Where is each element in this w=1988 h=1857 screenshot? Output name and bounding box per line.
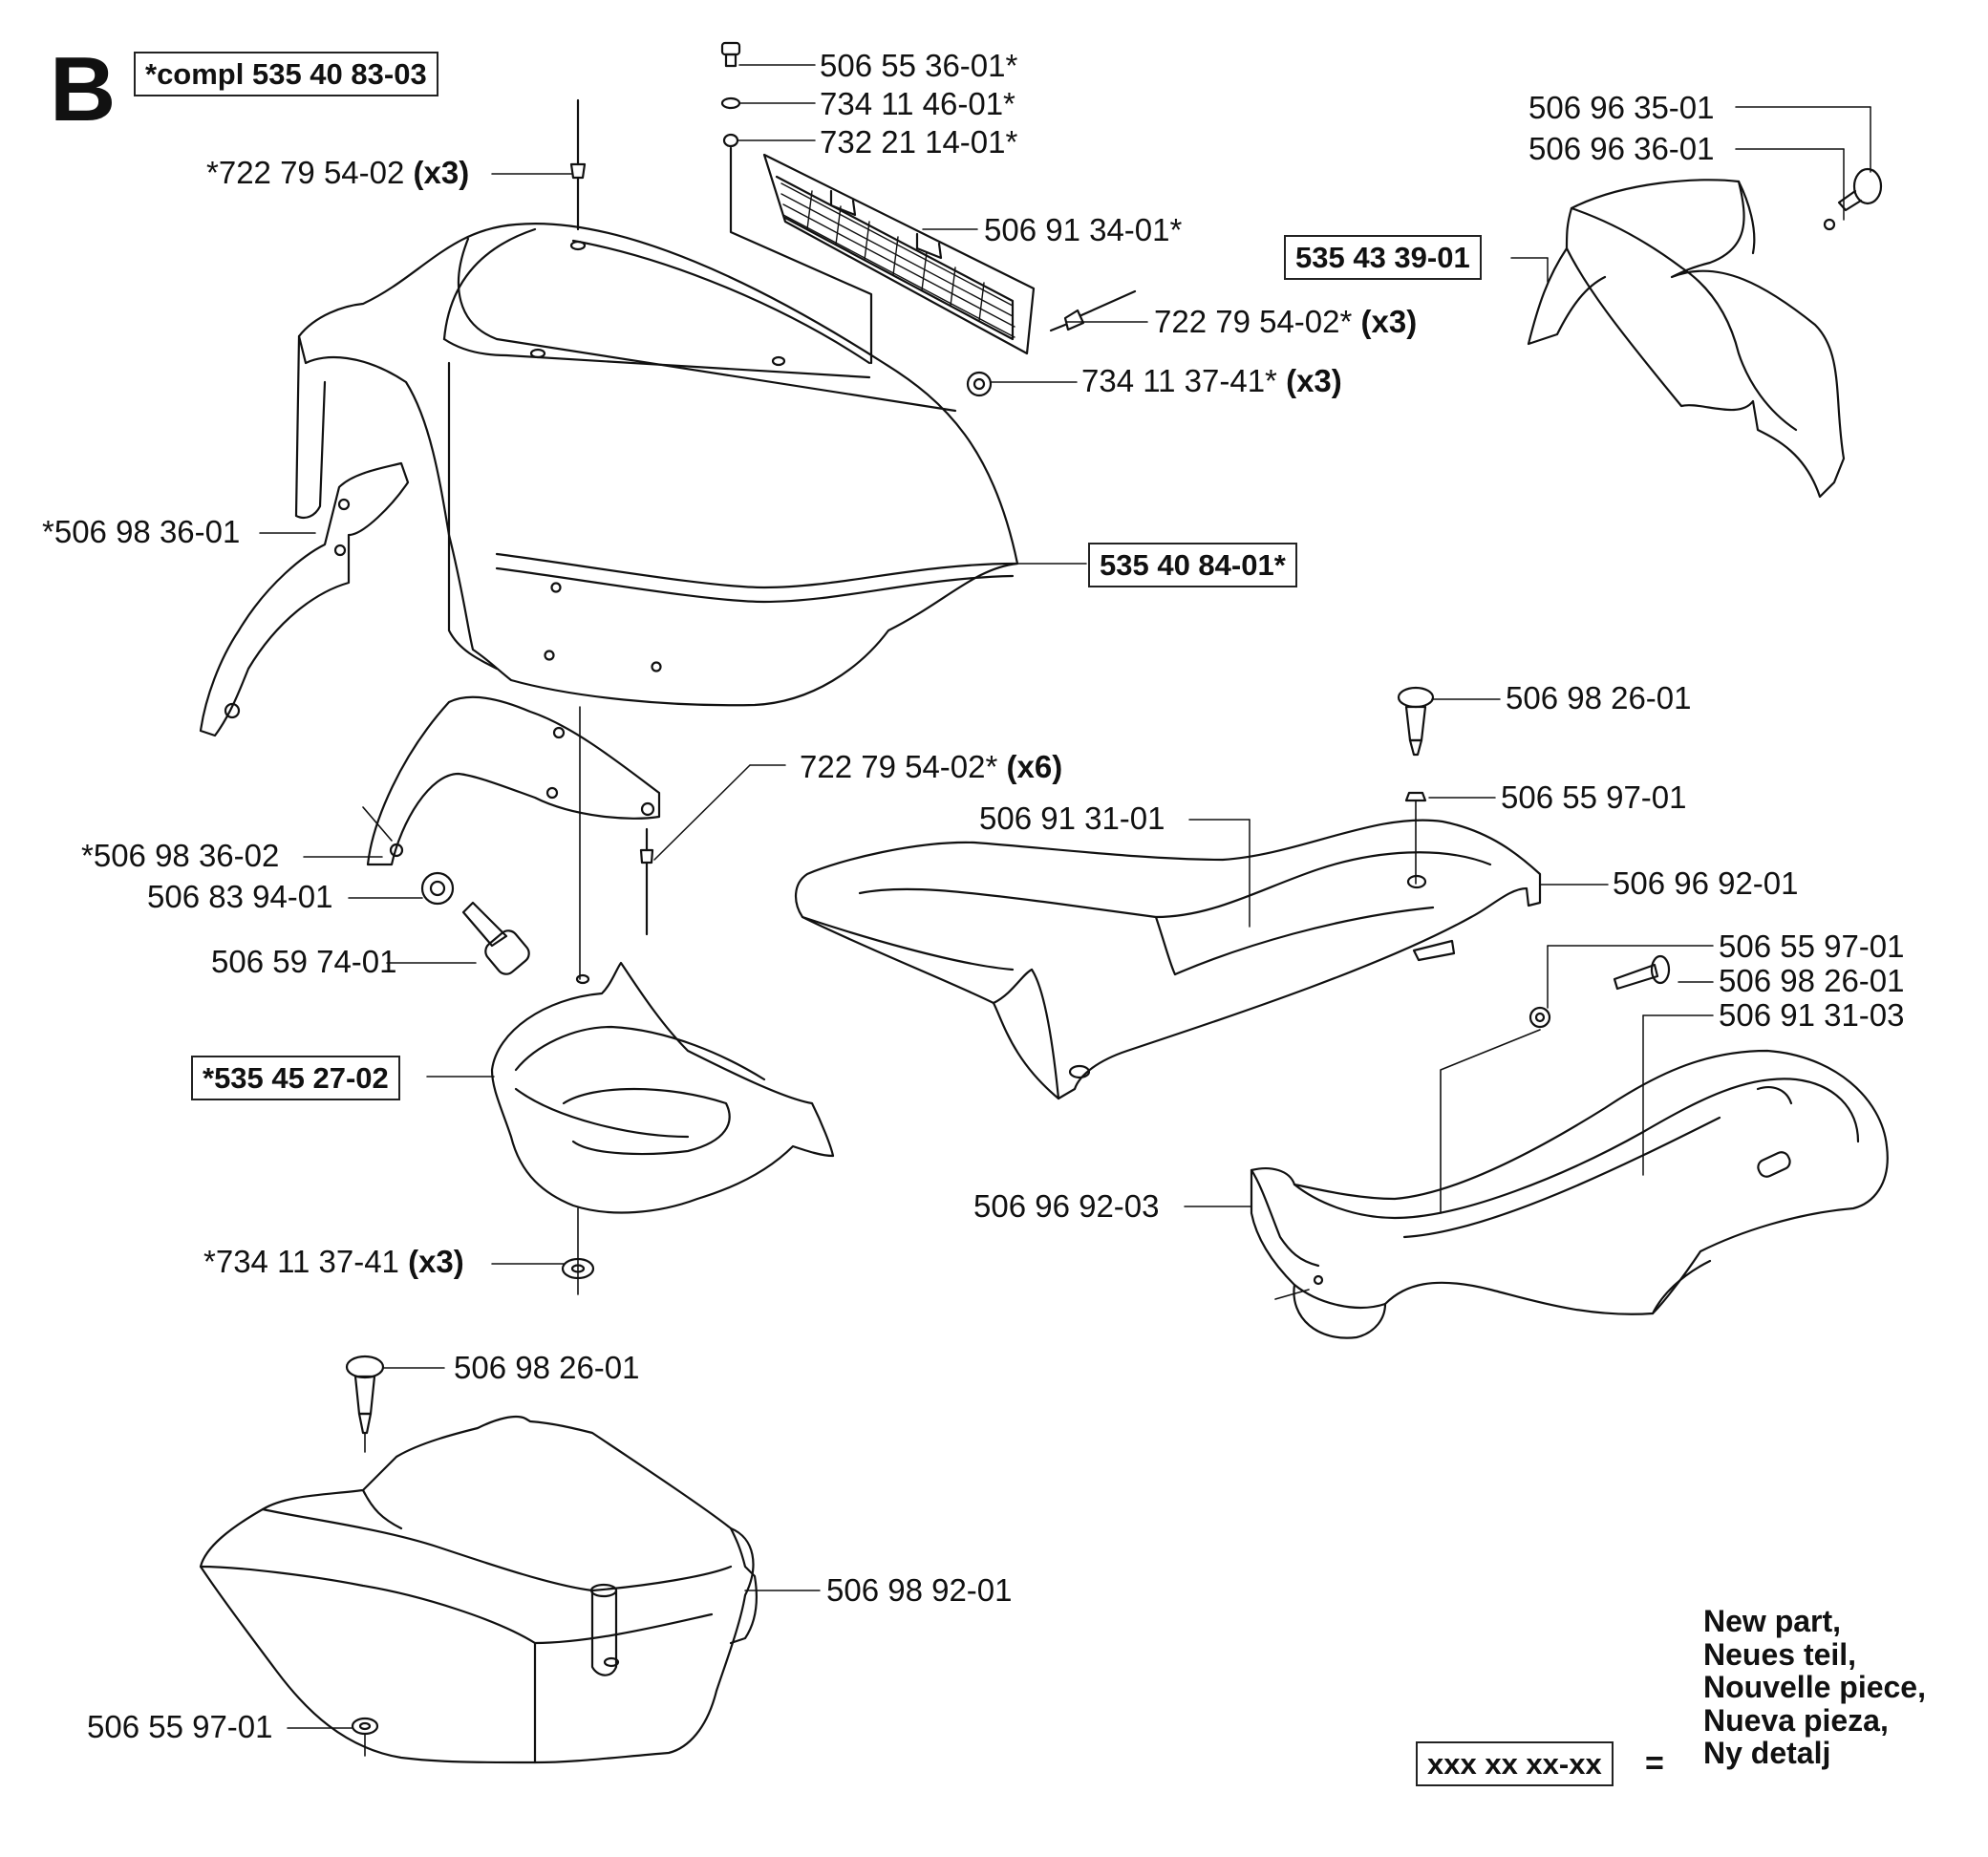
legend-line: New part, (1703, 1604, 1842, 1638)
screw-icon (1613, 954, 1671, 991)
seat-pan-upper (795, 819, 1542, 1100)
legend-equals: = (1645, 1745, 1664, 1782)
rivet-icon (569, 98, 587, 231)
washer-icon (1823, 218, 1836, 231)
seat-pan-lower (1250, 1049, 1889, 1339)
legend-line: Nueva pieza, (1703, 1702, 1889, 1738)
bottom-cover (199, 1415, 759, 1764)
knob-screw-icon (1397, 686, 1435, 757)
deflector-bowl (490, 961, 835, 1214)
part-label[interactable]: *734 11 37-41 (x3) (203, 1244, 464, 1279)
part-label[interactable]: 506 83 94-01 (147, 879, 333, 914)
part-label[interactable]: 506 91 34-01* (984, 212, 1183, 247)
washer-icon (966, 371, 993, 397)
main-hood-cover (294, 223, 1019, 707)
part-label[interactable]: 722 79 54-02* (x3) (1154, 304, 1418, 339)
part-label[interactable]: 506 96 35-01 (1528, 90, 1715, 125)
legend-line: Ny detalj (1703, 1736, 1831, 1770)
nut-icon (351, 1717, 379, 1736)
bolt-icon (461, 901, 530, 975)
part-label[interactable]: 506 55 97-01 (1719, 928, 1905, 964)
part-label[interactable]: *506 98 36-01 (42, 514, 241, 549)
part-label[interactable]: *506 98 36-02 (81, 838, 280, 873)
legend-line: Neues teil, (1703, 1636, 1857, 1672)
washer-icon (420, 871, 455, 906)
part-label[interactable]: 506 96 92-03 (973, 1188, 1160, 1224)
part-label[interactable]: 734 11 37-41* (x3) (1081, 363, 1342, 398)
washer-icon (720, 96, 741, 110)
small-cover-right (1527, 179, 1846, 499)
leader-lines (259, 64, 1871, 1729)
legend-line: Nouvelle piece, (1703, 1670, 1926, 1704)
part-label[interactable]: 506 55 36-01* (820, 48, 1018, 83)
part-label[interactable]: 506 98 92-01 (826, 1572, 1013, 1608)
screw-icon (720, 41, 741, 68)
part-label[interactable]: 506 91 31-01 (979, 800, 1165, 836)
nut-icon (722, 133, 739, 148)
part-label[interactable]: 732 21 14-01* (820, 124, 1018, 160)
part-label-new[interactable]: 535 43 39-01 (1284, 235, 1482, 280)
side-bracket-left (199, 461, 410, 737)
grille-plate (762, 153, 1036, 355)
nut-icon (1404, 791, 1427, 802)
part-label[interactable]: 506 91 31-03 (1719, 997, 1905, 1033)
legend-text: New part, Neues teil, Nouvelle piece, Nu… (1703, 1605, 1926, 1770)
knob-screw-icon (345, 1355, 385, 1435)
part-label[interactable]: 722 79 54-02* (x6) (800, 749, 1063, 784)
legend-sample-box: xxx xx xx-xx (1416, 1741, 1614, 1786)
part-label-new[interactable]: *535 45 27-02 (191, 1056, 400, 1100)
part-label[interactable]: 506 96 36-01 (1528, 131, 1715, 166)
washer-icon (1528, 1006, 1551, 1029)
part-label[interactable]: 506 59 74-01 (211, 944, 397, 979)
part-label[interactable]: 506 55 97-01 (1501, 779, 1687, 815)
side-bracket-lower (366, 695, 661, 866)
part-label[interactable]: 506 98 26-01 (1719, 963, 1905, 998)
part-label[interactable]: 506 55 97-01 (87, 1709, 273, 1744)
part-label[interactable]: 506 98 26-01 (454, 1350, 640, 1385)
section-letter: B (50, 38, 117, 140)
assembly-kit-number[interactable]: *compl 535 40 83-03 (134, 52, 438, 96)
rivet-icon (1049, 289, 1137, 332)
part-label[interactable]: *722 79 54-02 (x3) (206, 155, 470, 190)
rivet-icon (639, 827, 654, 936)
part-label[interactable]: 506 96 92-01 (1613, 865, 1799, 901)
part-label[interactable]: 506 98 26-01 (1506, 680, 1692, 715)
part-label[interactable]: 734 11 46-01* (820, 86, 1015, 121)
part-label-new[interactable]: 535 40 84-01* (1088, 543, 1297, 587)
knob-icon (1837, 167, 1883, 212)
